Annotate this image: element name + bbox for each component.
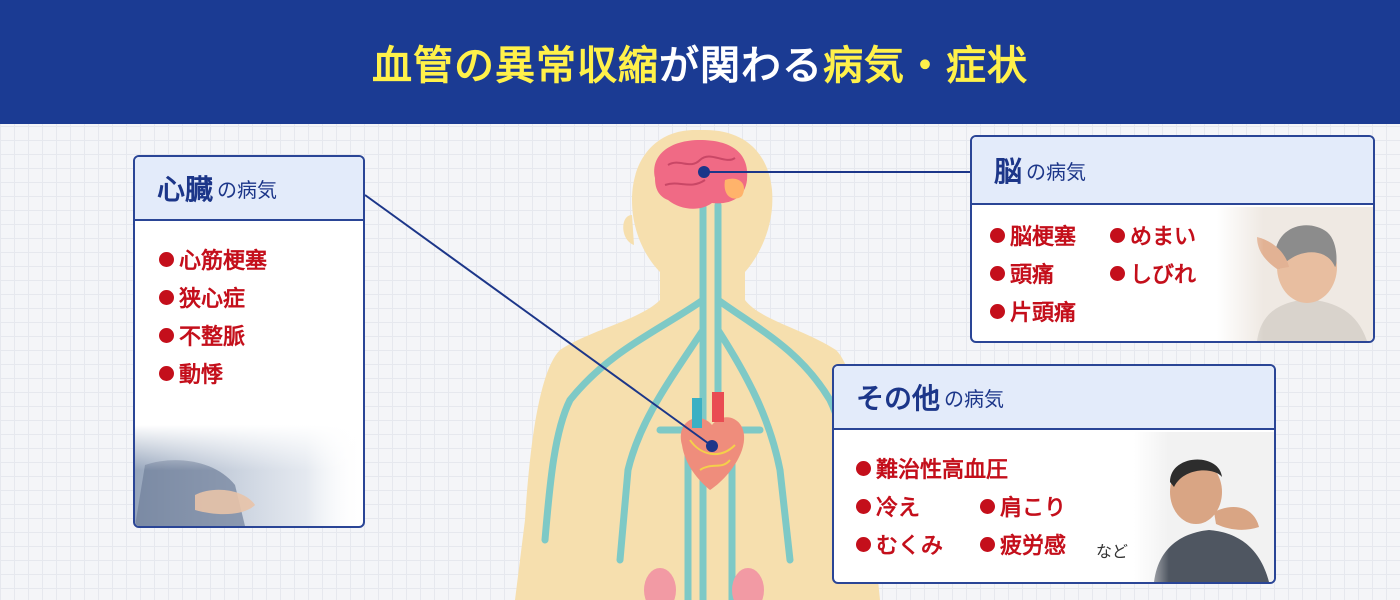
other-card-header: その他 の病気	[834, 366, 1274, 430]
bullet-icon	[159, 251, 174, 267]
heart-item: 心筋梗塞	[159, 243, 267, 275]
other-disease-card: その他 の病気 難治性高血圧 冷え 肩こり むくみ 疲労感 など	[832, 364, 1276, 584]
bullet-icon	[980, 536, 995, 552]
other-item: 疲労感	[980, 528, 1066, 560]
bullet-icon	[1110, 227, 1125, 243]
bullet-icon	[990, 227, 1005, 243]
shoulder-pain-man-photo	[1134, 432, 1274, 582]
heart-card-title: 心臓	[157, 173, 214, 206]
brain-card-suffix: の病気	[1026, 159, 1087, 184]
brain-item: しびれ	[1110, 257, 1196, 289]
title-separator: ・	[905, 43, 946, 89]
bullet-icon	[990, 265, 1005, 281]
title-banner: 血管の異常収縮が関わる病気・症状	[0, 0, 1400, 124]
brain-item: 片頭痛	[990, 295, 1076, 327]
bullet-icon	[159, 289, 174, 305]
bullet-icon	[856, 460, 871, 476]
etc-note: など	[1096, 542, 1129, 561]
bullet-icon	[856, 536, 871, 552]
chest-pain-photo	[135, 425, 363, 526]
bullet-icon	[990, 303, 1005, 319]
brain-item: 脳梗塞	[990, 219, 1076, 251]
heart-card-suffix: の病気	[217, 177, 278, 202]
other-item: むくみ	[856, 528, 943, 560]
bullet-icon	[1110, 265, 1125, 281]
right-kidney	[732, 568, 764, 600]
bullet-icon	[159, 327, 174, 343]
brain-disease-card: 脳 の病気 脳梗塞 めまい 頭痛 しびれ 片頭痛	[970, 135, 1375, 343]
heart-item: 不整脈	[159, 319, 245, 351]
heart-connector-dot	[706, 440, 718, 452]
bullet-icon	[980, 498, 995, 514]
title-highlight-1: 血管の異常収縮	[372, 43, 659, 89]
brain-card-title: 脳	[994, 155, 1023, 188]
headache-woman-photo	[1217, 207, 1373, 341]
brain-item: 頭痛	[990, 257, 1054, 289]
heart-item: 狭心症	[159, 281, 245, 313]
page-title: 血管の異常収縮が関わる病気・症状	[372, 33, 1028, 91]
heart-card-header: 心臓 の病気	[135, 157, 363, 221]
body-silhouette	[515, 130, 880, 600]
other-item: 肩こり	[980, 490, 1066, 522]
heart-connector-line	[364, 194, 713, 447]
title-highlight-3: 症状	[946, 43, 1028, 89]
heart-disease-card: 心臓 の病気 心筋梗塞 狭心症 不整脈 動悸	[133, 155, 365, 528]
title-highlight-2: 病気	[823, 43, 905, 89]
brain-card-header: 脳 の病気	[972, 137, 1373, 205]
ear-shape	[623, 215, 634, 245]
other-item: 冷え	[856, 490, 920, 522]
title-connector: が関わる	[659, 43, 823, 89]
bullet-icon	[159, 365, 174, 381]
other-card-title: その他	[856, 382, 941, 415]
brain-item: めまい	[1110, 219, 1196, 251]
left-kidney	[644, 568, 676, 600]
other-item: 難治性高血圧	[856, 452, 1008, 484]
heart-item: 動悸	[159, 357, 223, 389]
brain-connector-dot	[698, 166, 710, 178]
bullet-icon	[856, 498, 871, 514]
other-card-suffix: の病気	[944, 386, 1005, 411]
